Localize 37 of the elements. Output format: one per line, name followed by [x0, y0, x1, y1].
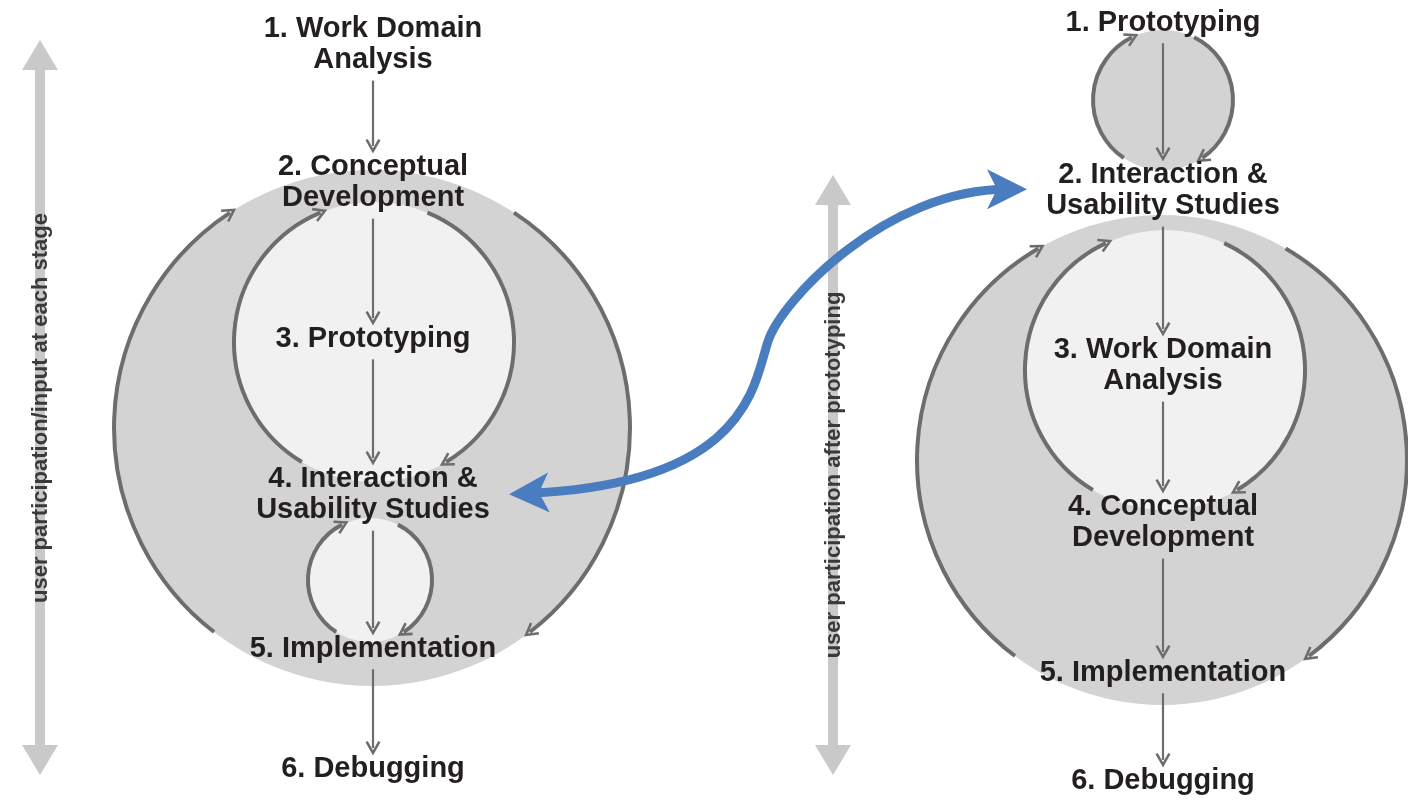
arrow: [365, 359, 381, 465]
side-label: user participation/input at each stage: [27, 212, 53, 603]
double-headed-arrow: [509, 170, 1027, 512]
curved-arrow: [232, 208, 327, 464]
curved-arrow: [1091, 33, 1138, 160]
step-label: 1. Work Domain Analysis: [243, 12, 503, 75]
arrow: [365, 80, 381, 153]
curved-arrow: [1284, 246, 1408, 661]
curved-arrow: [1223, 241, 1307, 494]
arrow: [1155, 401, 1171, 493]
curved-arrow: [396, 522, 434, 637]
arrow: [1155, 43, 1171, 161]
step-label: 1. Prototyping: [1033, 6, 1293, 38]
curved-arrow: [512, 211, 632, 637]
step-label: 2. Conceptual Development: [238, 150, 508, 213]
curved-arrow: [1023, 239, 1112, 492]
arrow: [365, 669, 381, 755]
side-label: user participation after prototyping: [820, 291, 846, 659]
curved-arrow: [1193, 35, 1235, 163]
step-label: 6. Debugging: [243, 752, 503, 784]
arrow: [365, 530, 381, 635]
curved-arrow: [915, 244, 1044, 658]
step-label: 6. Debugging: [1033, 764, 1293, 796]
step-label: 5. Implementation: [998, 656, 1328, 688]
step-label: 4. Conceptual Development: [1033, 490, 1293, 553]
step-label: 5. Implementation: [208, 632, 538, 664]
arrow: [1155, 226, 1171, 336]
curved-arrow: [306, 520, 348, 634]
step-label: 3. Work Domain Analysis: [1013, 333, 1313, 396]
step-label: 3. Prototyping: [223, 322, 523, 354]
step-label: 2. Interaction & Usability Studies: [1013, 158, 1313, 221]
curved-arrow: [426, 210, 516, 466]
step-label: 4. Interaction & Usability Studies: [223, 462, 523, 525]
arrow: [1155, 693, 1171, 767]
arrow: [1155, 558, 1171, 659]
arrow: [365, 218, 381, 325]
curved-arrow: [112, 208, 236, 634]
